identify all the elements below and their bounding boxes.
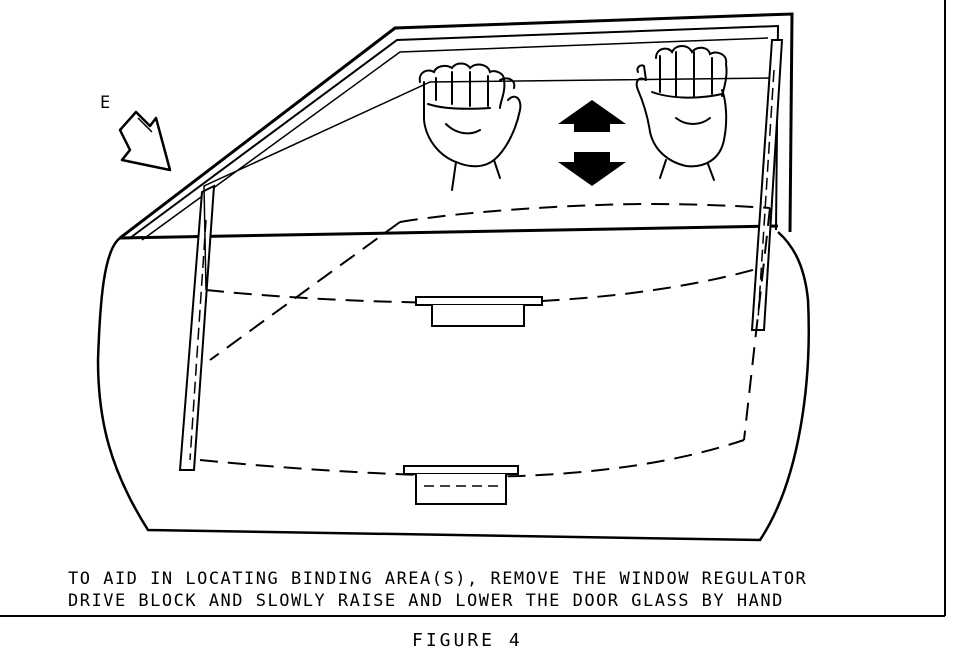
front-glass-run-channel — [178, 184, 216, 471]
window-frame-inner — [129, 24, 780, 239]
door-belt-line — [119, 224, 779, 240]
caption-line-2: DRIVE BLOCK AND SLOWLY RAISE AND LOWER T… — [68, 591, 784, 611]
view-e-label: E — [100, 93, 110, 113]
right-hand-icon — [635, 45, 728, 181]
left-hand-icon — [418, 62, 522, 191]
glass-lowered-outline — [199, 202, 771, 478]
drive-block-lower — [403, 465, 519, 505]
up-down-arrows-icon — [558, 100, 626, 186]
drive-block-upper — [415, 296, 543, 327]
door-body-outline — [96, 231, 810, 542]
view-e-arrow-icon — [118, 110, 172, 172]
window-frame-outer — [119, 12, 794, 240]
caption-line-1: TO AID IN LOCATING BINDING AREA(S), REMO… — [68, 569, 807, 589]
front-channel-dash — [189, 219, 207, 461]
rear-channel-dash — [757, 69, 775, 321]
glass-raised-outline — [203, 77, 771, 291]
figure-title: FIGURE 4 — [412, 630, 523, 651]
window-frame-inner2 — [141, 37, 769, 241]
